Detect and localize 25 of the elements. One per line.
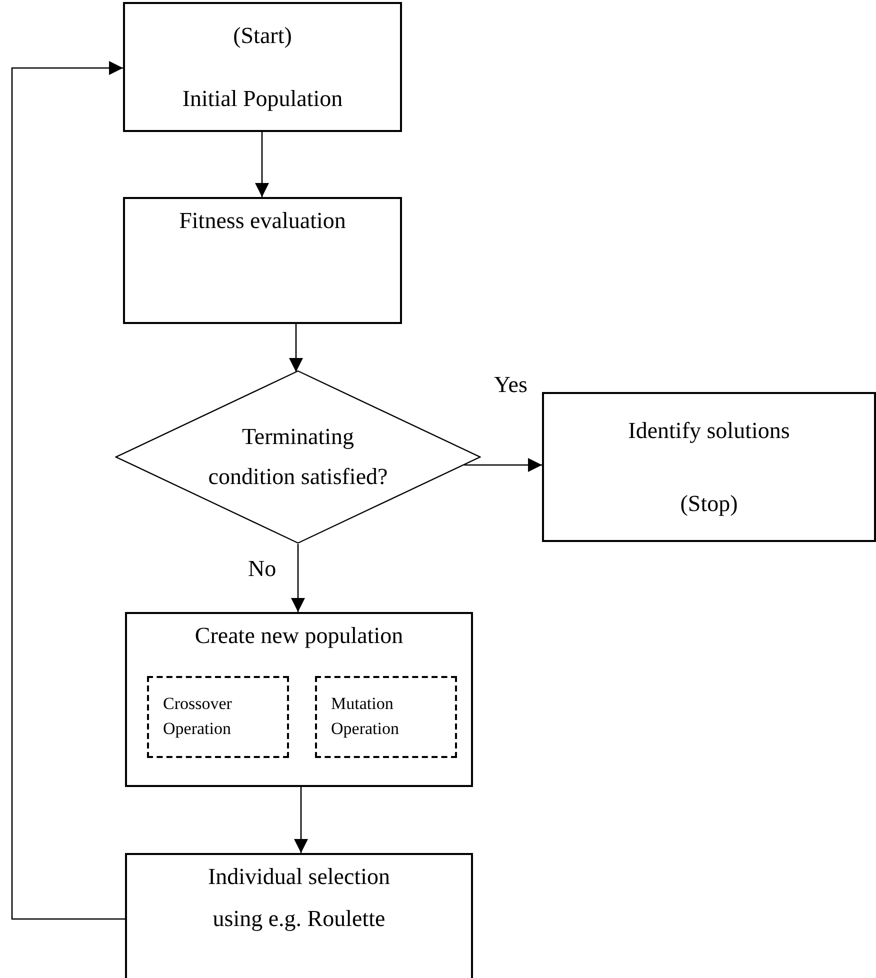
process-box	[125, 612, 473, 787]
node-label: Crossover Operation	[163, 693, 233, 740]
node-label: using e.g. Roulette	[212, 904, 386, 932]
node-label: Initial Population	[182, 84, 343, 112]
start-box	[123, 2, 402, 132]
stop-box	[542, 392, 876, 542]
arrow	[255, 132, 269, 197]
node-label: Individual selection	[208, 863, 390, 891]
node-label: Create new population	[194, 622, 404, 650]
node-label: (Stop)	[680, 490, 738, 518]
node-label: Terminating condition satisfied?	[207, 422, 389, 491]
node-label: (Start)	[233, 22, 292, 50]
decision-diamond	[115, 370, 481, 544]
process-box	[123, 197, 402, 324]
arrow	[291, 544, 305, 612]
node-label: Identify solutions	[628, 416, 790, 444]
operation-box	[315, 676, 457, 758]
operation-box	[147, 676, 289, 758]
arrow	[289, 324, 303, 372]
arrow	[294, 787, 308, 853]
node-label: Mutation Operation	[331, 693, 400, 740]
process-box	[125, 853, 473, 978]
node-label: Fitness evaluation	[179, 207, 346, 235]
arrow	[11, 61, 125, 920]
arrow	[464, 458, 542, 472]
